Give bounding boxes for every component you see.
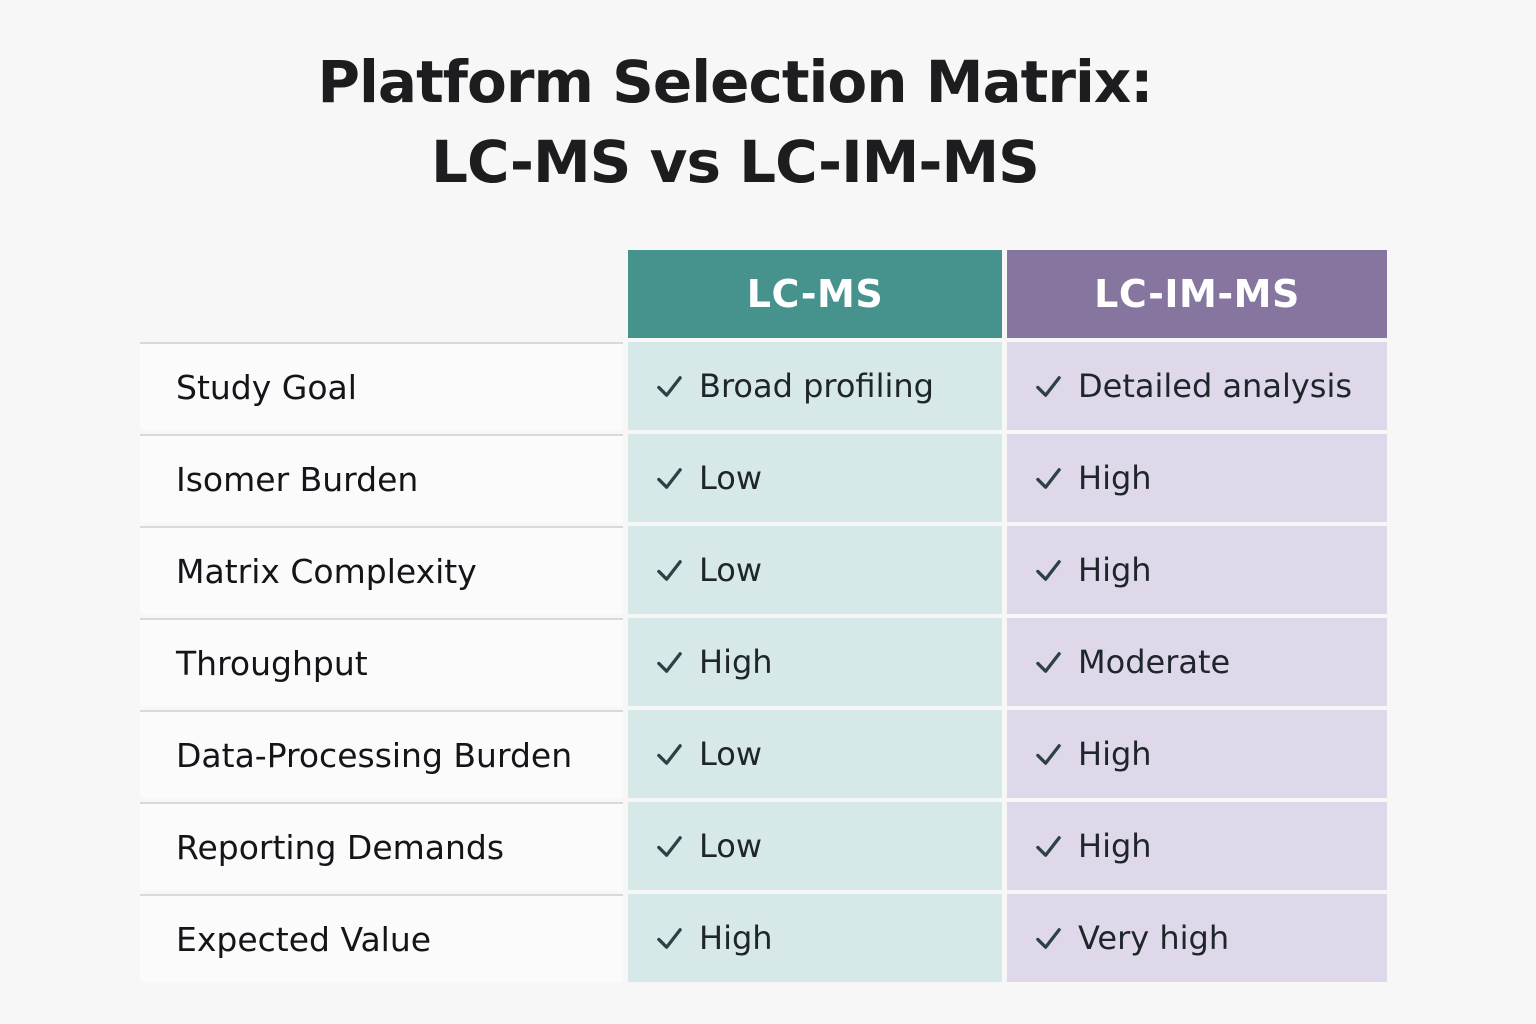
page-title-line2: LC-MS vs LC-IM-MS [431,128,1040,196]
check-icon [657,375,682,397]
check-icon [1036,467,1061,489]
lcimms-cell-expected-value: Very high [1007,894,1387,982]
lcimms-cell-throughput: Moderate [1007,618,1387,706]
comparison-table: LC-MS LC-IM-MS Study Goal Broad profilin… [140,250,1387,982]
cell-value: High [1078,551,1152,589]
cell-value: Moderate [1078,643,1231,681]
cell-value: Very high [1078,919,1230,957]
lcms-cell-expected-value: High [628,894,1002,982]
check-icon [657,559,682,581]
cell-value: Low [699,827,763,865]
cell-value: High [1078,827,1152,865]
row-label-data-processing-burden: Data-Processing Burden [140,710,623,798]
lcms-cell-throughput: High [628,618,1002,706]
column-header-lcms: LC-MS [628,250,1002,338]
lcms-cell-data-processing-burden: Low [628,710,1002,798]
row-label-matrix-complexity: Matrix Complexity [140,526,623,614]
cell-value: High [1078,735,1152,773]
cell-value: Broad profiling [699,367,934,405]
lcimms-cell-data-processing-burden: High [1007,710,1387,798]
lcms-cell-reporting-demands: Low [628,802,1002,890]
check-icon [657,835,682,857]
page-title-line1: Platform Selection Matrix: [317,48,1154,116]
lcms-cell-matrix-complexity: Low [628,526,1002,614]
check-icon [1036,927,1061,949]
lcms-cell-isomer-burden: Low [628,434,1002,522]
check-icon [1036,651,1061,673]
check-icon [657,467,682,489]
cell-value: Detailed analysis [1078,367,1352,405]
lcimms-cell-reporting-demands: High [1007,802,1387,890]
row-label-isomer-burden: Isomer Burden [140,434,623,522]
lcms-cell-study-goal: Broad profiling [628,342,1002,430]
row-label-reporting-demands: Reporting Demands [140,802,623,890]
check-icon [657,927,682,949]
row-label-expected-value: Expected Value [140,894,623,982]
row-label-throughput: Throughput [140,618,623,706]
check-icon [1036,559,1061,581]
check-icon [1036,375,1061,397]
row-label-study-goal: Study Goal [140,342,623,430]
lcimms-cell-isomer-burden: High [1007,434,1387,522]
column-header-lcimms: LC-IM-MS [1007,250,1387,338]
check-icon [1036,835,1061,857]
cell-value: High [1078,459,1152,497]
cell-value: Low [699,551,763,589]
cell-value: High [699,919,773,957]
check-icon [1036,743,1061,765]
cell-value: Low [699,459,763,497]
table-corner-spacer [140,250,623,338]
check-icon [657,743,682,765]
lcimms-cell-study-goal: Detailed analysis [1007,342,1387,430]
cell-value: Low [699,735,763,773]
check-icon [657,651,682,673]
cell-value: High [699,643,773,681]
page-title: Platform Selection Matrix: LC-MS vs LC-I… [0,42,1470,202]
lcimms-cell-matrix-complexity: High [1007,526,1387,614]
